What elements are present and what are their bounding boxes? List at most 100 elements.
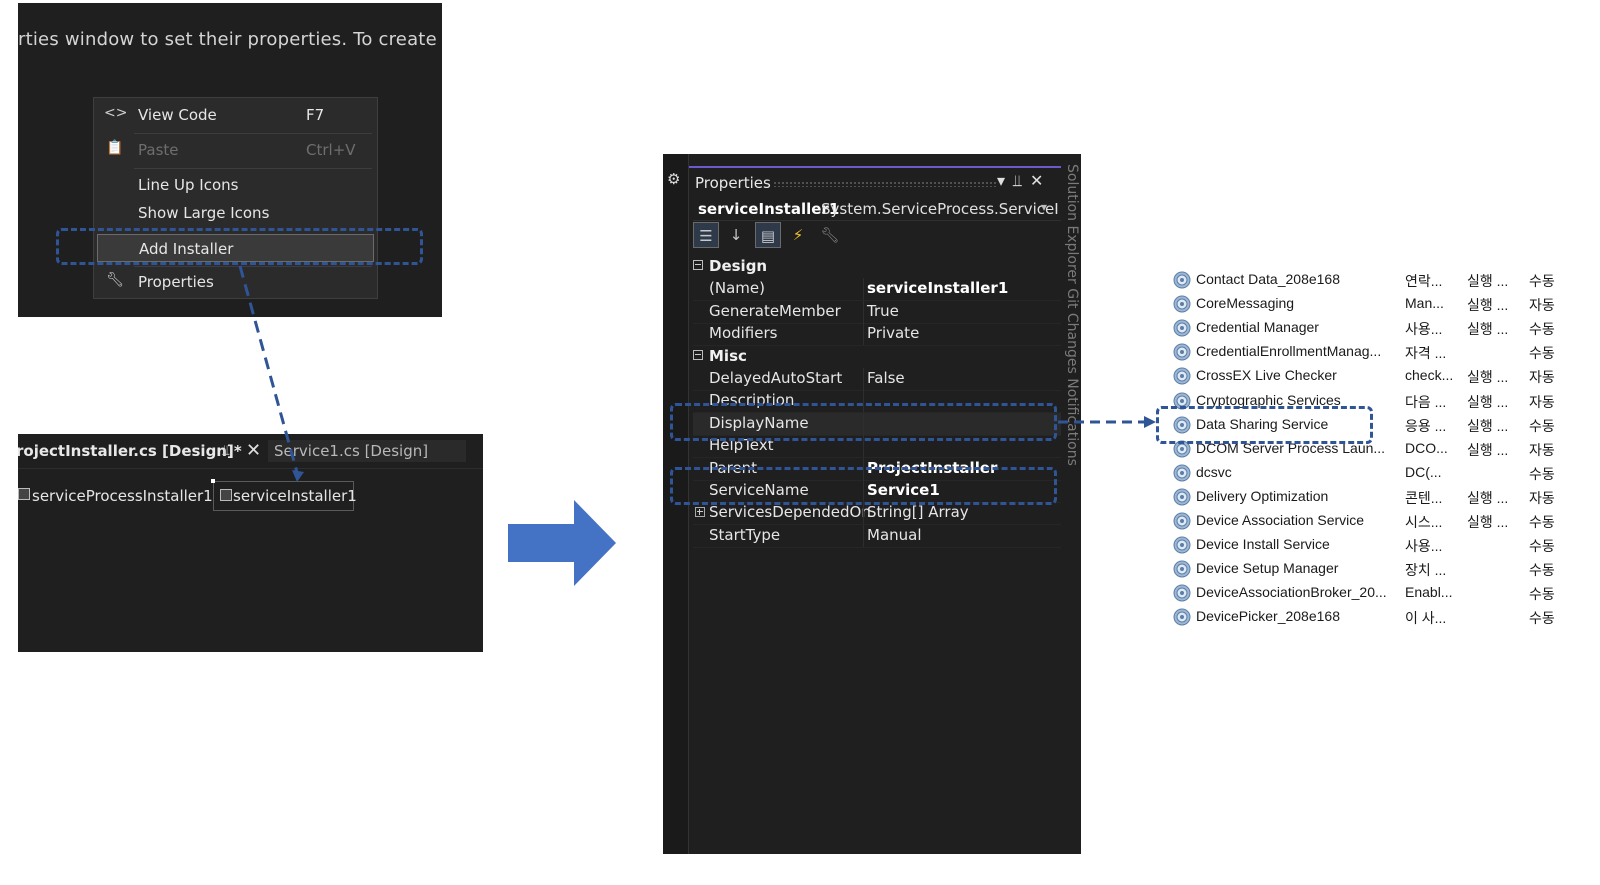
property-value[interactable]: String[] Array [867,503,969,522]
service-gear-icon [1173,319,1191,337]
close-icon[interactable]: ✕ [1030,171,1052,190]
service-description: check... [1405,367,1454,384]
window-controls: ▾⫫✕ [997,171,1051,191]
menu-item-view-code[interactable]: <> View Code F7 [104,105,325,124]
object-name: serviceInstaller1 [698,200,840,218]
designer-screenshot: rojectInstaller.cs [Design]* ⫫ ✕ Service… [18,434,483,652]
service-startup-type: 자동 [1529,489,1555,506]
expand-icon[interactable] [695,507,705,518]
pin-icon[interactable]: ⫫ [1013,171,1031,190]
service-name: DevicePicker_208e168 [1196,608,1340,625]
menu-item-line-up-icons[interactable]: Line Up Icons [138,176,239,194]
chevron-down-icon[interactable]: ▾ [1041,200,1048,214]
category-design[interactable]: Design [693,256,1061,278]
column-divider [863,390,864,413]
property-value[interactable]: serviceInstaller1 [867,279,1009,298]
service-startup-type: 자동 [1529,369,1555,386]
title-grip[interactable] [773,181,998,187]
active-window-accent [689,166,1061,168]
object-selector[interactable] [693,196,1061,221]
tab-service1-design[interactable]: Service1.cs [Design] [268,440,466,462]
dropdown-arrow-icon[interactable]: ▾ [997,171,1014,190]
highlight-add-installer [56,228,423,265]
settings-gear-icon[interactable]: ⚙ [667,170,681,188]
pin-icon[interactable]: ⫫ [222,443,230,459]
menu-item-add-installer[interactable]: Add Installer [97,234,374,262]
property-row-name[interactable]: (Name)serviceInstaller1 [693,278,1061,302]
property-row-generatemember[interactable]: GenerateMember True [693,300,1061,324]
service-gear-icon [1173,488,1191,506]
service-description: Enabl... [1405,584,1453,601]
property-name: GenerateMember [709,301,841,320]
properties-title: Properties [695,174,771,192]
property-value[interactable]: Service1 [867,481,940,499]
property-value[interactable]: True [867,301,899,320]
collapse-icon[interactable] [693,260,703,270]
alphabetical-icon[interactable]: ↓ [729,226,743,244]
events-icon[interactable]: ⚡︎ [792,226,804,244]
component-service-process-installer[interactable]: serviceProcessInstaller1 [32,487,213,505]
property-pages-wrench-icon[interactable]: 🔧︎ [820,226,840,244]
component-icon [18,488,30,500]
menu-separator [134,133,372,134]
highlight-servicename [670,467,1057,505]
service-startup-type: 수동 [1529,586,1555,603]
menu-item-show-large-icons[interactable]: Show Large Icons [138,204,270,222]
service-row[interactable]: CredentialEnrollmentManag...자격 ...수동 [1165,340,1560,364]
selection-handle[interactable] [211,479,215,483]
service-name: Delivery Optimization [1196,487,1329,504]
menu-item-properties[interactable]: 🔧︎ Properties [94,268,377,296]
property-value[interactable]: Manual [867,525,922,544]
service-status: 실행 ... [1467,369,1509,386]
property-value[interactable]: Private [867,324,920,343]
right-arrow-icon [508,500,616,586]
service-gear-icon [1173,464,1191,482]
service-gear-icon [1173,367,1191,385]
service-startup-type: 수동 [1529,321,1555,338]
property-row-delayedautostart[interactable]: DelayedAutoStart False [693,368,1061,391]
category-misc[interactable]: Misc [693,346,1061,368]
column-divider [863,278,864,301]
categorized-icon[interactable]: ☰ [693,222,719,248]
service-gear-icon [1173,343,1191,361]
menu-item-paste[interactable]: 📋 Paste Ctrl+V [94,136,377,164]
property-name: DelayedAutoStart [709,369,843,387]
property-value[interactable]: False [867,369,905,387]
side-tab-labels[interactable]: Solution Explorer Git Changes Notificati… [1064,164,1080,466]
component-service-installer[interactable]: serviceInstaller1 [233,487,357,505]
tab-project-installer-design[interactable]: rojectInstaller.cs [Design]* [18,442,242,460]
service-gear-icon [1173,295,1191,313]
property-row-displayname[interactable]: DisplayName [693,412,1061,436]
service-startup-type: 수동 [1529,610,1555,627]
column-divider [863,480,864,502]
service-startup-type: 자동 [1529,393,1555,410]
service-row[interactable]: DeviceAssociationBroker_20...Enabl...수동 [1165,581,1560,605]
properties-page-icon[interactable]: ▤ [755,222,781,248]
service-description: 사용... [1405,538,1443,555]
service-name: CredentialEnrollmentManag... [1196,343,1382,360]
view-code-icon: <> [104,105,128,121]
service-name: Data Sharing Service [1196,415,1329,432]
service-status: 실행 ... [1467,393,1509,410]
service-status: 실행 ... [1467,489,1509,506]
collapse-icon[interactable] [693,349,703,360]
close-icon[interactable]: ✕ [246,440,262,461]
service-description: 연락... [1405,273,1443,289]
service-status: 실행 ... [1467,441,1509,458]
